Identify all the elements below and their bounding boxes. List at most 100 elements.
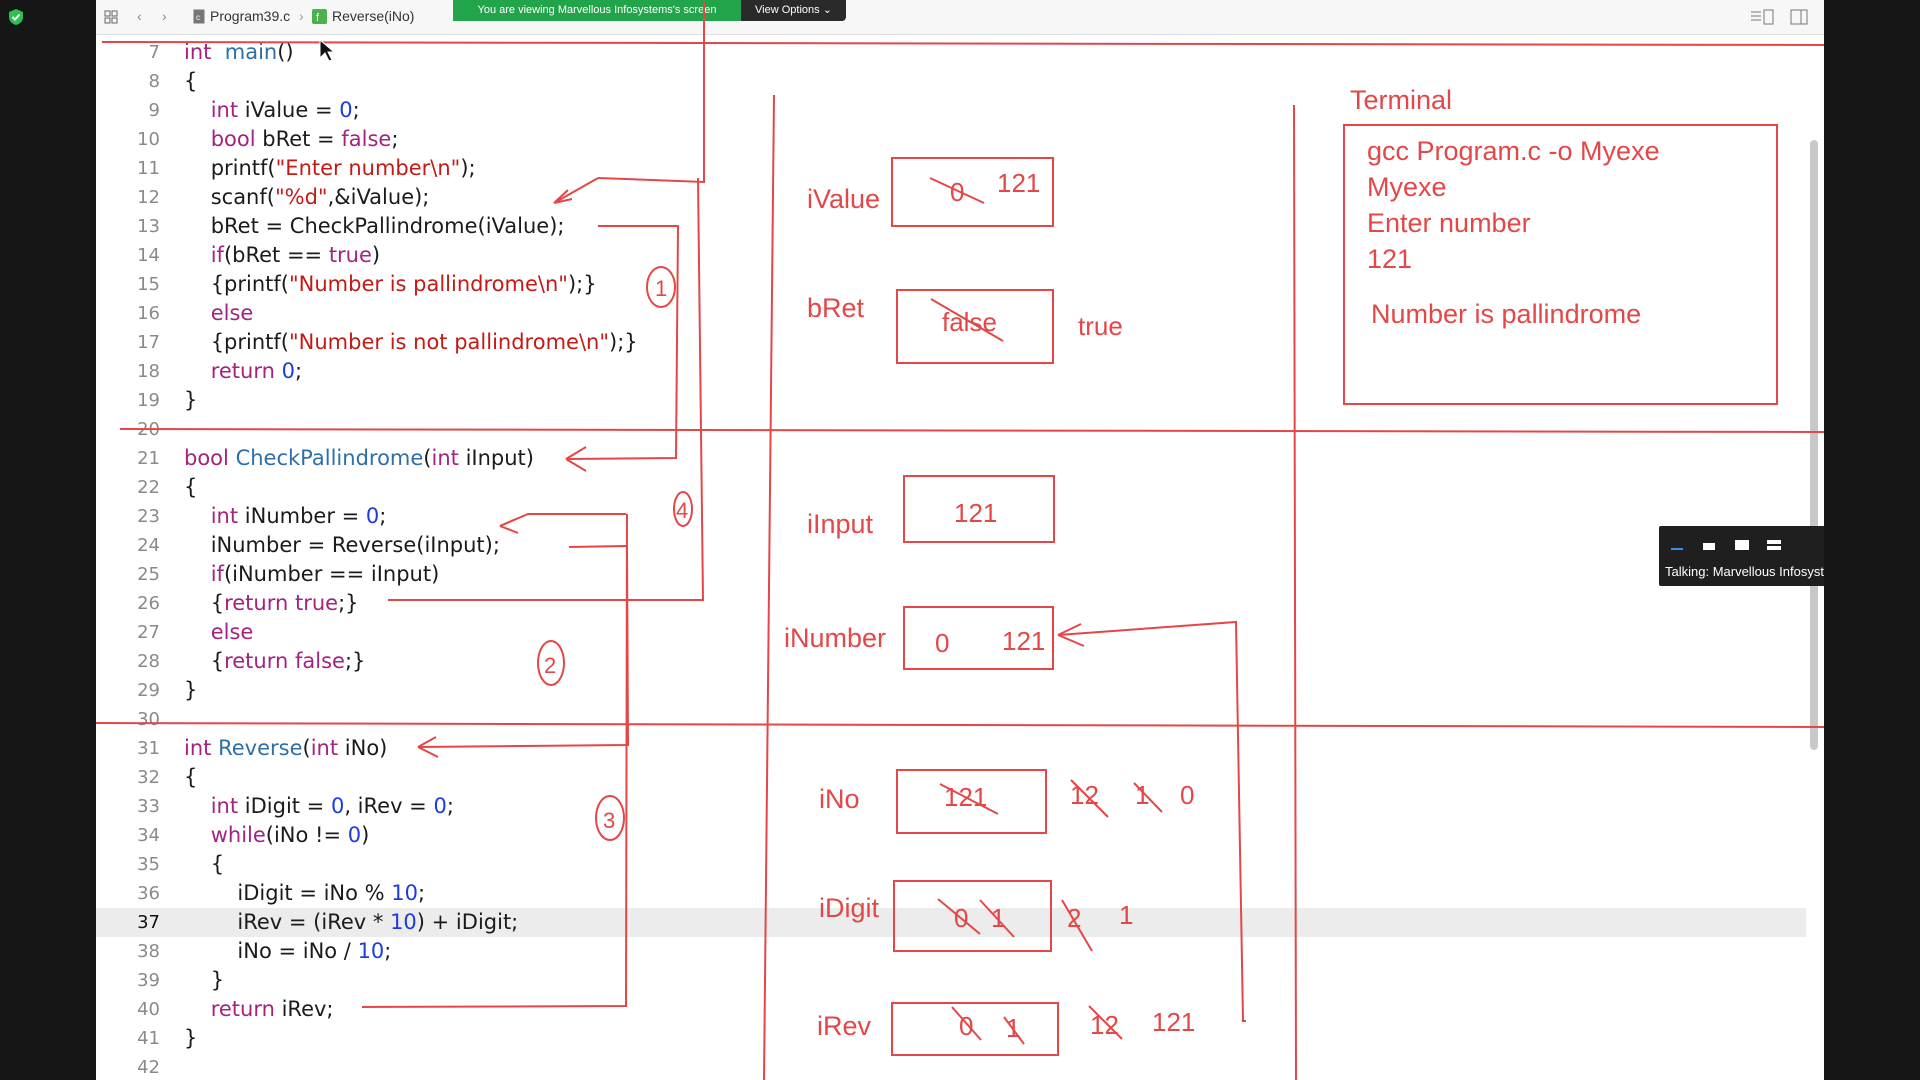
line-number: 30	[137, 709, 160, 730]
code-line[interactable]: 11 printf("Enter number\n");	[96, 154, 1806, 183]
code-line[interactable]: 42	[96, 1053, 1806, 1080]
code-text: return iRev;	[184, 995, 334, 1024]
code-line[interactable]: 28 {return false;}	[96, 647, 1806, 676]
code-text: return 0;	[184, 357, 302, 386]
back-arrow-icon[interactable]: ‹	[137, 8, 142, 24]
code-token: ;	[294, 359, 303, 383]
code-line[interactable]: 17 {printf("Number is not pallindrome\n"…	[96, 328, 1806, 357]
code-line[interactable]: 39 }	[96, 966, 1806, 995]
step-number-3: 3	[603, 808, 615, 833]
code-line[interactable]: 27 else	[96, 618, 1806, 647]
code-line[interactable]: 14 if(bRet == true)	[96, 241, 1806, 270]
speaker-view-icon[interactable]	[1735, 540, 1749, 550]
code-text: {return true;}	[184, 589, 359, 618]
code-line[interactable]: 16 else	[96, 299, 1806, 328]
code-line[interactable]: 13 bRet = CheckPallindrome(iValue);	[96, 212, 1806, 241]
label-ivalue: iValue	[807, 184, 880, 214]
code-token: }	[184, 388, 198, 412]
ino-box-value: 121	[944, 782, 987, 812]
code-line[interactable]: 33 int iDigit = 0, iRev = 0;	[96, 792, 1806, 821]
editor-layout-icon[interactable]	[1750, 9, 1774, 25]
code-line[interactable]: 36 iDigit = iNo % 10;	[96, 879, 1806, 908]
code-line[interactable]: 15 {printf("Number is pallindrome\n");}	[96, 270, 1806, 299]
code-token: scanf(	[184, 185, 275, 209]
code-text: while(iNo != 0)	[184, 821, 370, 850]
line-number: 7	[148, 42, 160, 63]
code-line[interactable]: 22{	[96, 473, 1806, 502]
annotation-layer: iValue bRet iInput iNumber iNo iDigit iR…	[96, 1, 1824, 1080]
code-token: {printf(	[184, 272, 289, 296]
code-line[interactable]: 25 if(iNumber == iInput)	[96, 560, 1806, 589]
code-line[interactable]: 32{	[96, 763, 1806, 792]
code-token: ;	[384, 939, 392, 963]
breadcrumb-file[interactable]: Program39.c	[210, 8, 291, 24]
code-line[interactable]: 34 while(iNo != 0)	[96, 821, 1806, 850]
gallery-view-icon[interactable]	[1767, 540, 1781, 550]
code-token: bool	[184, 446, 229, 470]
code-token: );}	[567, 272, 597, 296]
code-line[interactable]: 24 iNumber = Reverse(iInput);	[96, 531, 1806, 560]
left-dark-margin	[0, 0, 96, 1080]
inumber-old-value: 0	[935, 628, 949, 658]
line-number: 38	[137, 941, 160, 962]
vertical-scrollbar[interactable]	[1810, 140, 1818, 750]
code-token: (bRet ==	[223, 243, 329, 267]
code-line[interactable]: 41}	[96, 1024, 1806, 1053]
strip-view-icon[interactable]	[1703, 543, 1715, 550]
minimize-view-icon[interactable]	[1671, 548, 1683, 550]
terminal-line-3: Enter number	[1367, 208, 1531, 238]
code-line[interactable]: 30	[96, 705, 1806, 734]
talking-indicator-panel[interactable]: Talking: Marvellous Infosyste...	[1659, 526, 1824, 586]
editor-toolbar: ‹ › c Program39.c › f Reverse(iNo) You a…	[96, 0, 1824, 35]
code-token: int	[210, 794, 239, 818]
code-line[interactable]: 37 iRev = (iRev * 10) + iDigit;	[96, 908, 1806, 937]
code-token: ;	[446, 794, 454, 818]
code-token: }	[184, 1026, 198, 1050]
inspector-toggle-icon[interactable]	[1790, 9, 1808, 25]
code-text: }	[184, 966, 224, 995]
inumber-new-value: 121	[1002, 626, 1045, 656]
code-token: )	[371, 243, 381, 267]
grid-icon[interactable]	[104, 10, 118, 24]
idigit-value-3: 2	[1067, 903, 1081, 933]
code-text: printf("Enter number\n");	[184, 154, 476, 183]
code-line[interactable]: 35 {	[96, 850, 1806, 879]
code-line[interactable]: 40 return iRev;	[96, 995, 1806, 1024]
code-line[interactable]: 38 iNo = iNo / 10;	[96, 937, 1806, 966]
code-text: int iDigit = 0, iRev = 0;	[184, 792, 454, 821]
code-token: return	[210, 997, 275, 1021]
code-line[interactable]: 26 {return true;}	[96, 589, 1806, 618]
forward-arrow-icon[interactable]: ›	[162, 8, 167, 24]
code-token: bRet =	[255, 127, 342, 151]
code-text: }	[184, 1024, 197, 1053]
step-number-1: 1	[655, 276, 667, 301]
code-token: int	[184, 736, 212, 760]
irev-value-4: 121	[1152, 1007, 1195, 1037]
idigit-value-2: 1	[991, 903, 1005, 933]
code-line[interactable]: 9 int iValue = 0;	[96, 96, 1806, 125]
code-token: ) + iDigit;	[416, 910, 519, 934]
line-number: 16	[137, 303, 160, 324]
code-line[interactable]: 8{	[96, 67, 1806, 96]
code-token: }	[184, 678, 198, 702]
code-line[interactable]: 29}	[96, 676, 1806, 705]
code-token: 10	[357, 939, 385, 963]
code-line[interactable]: 19}	[96, 386, 1806, 415]
code-line[interactable]: 23 int iNumber = 0;	[96, 502, 1806, 531]
breadcrumb-symbol[interactable]: Reverse(iNo)	[332, 8, 415, 24]
code-token: {	[184, 591, 225, 615]
view-options-label: View Options	[755, 4, 820, 16]
code-line[interactable]: 18 return 0;	[96, 357, 1806, 386]
code-text: int Reverse(int iNo)	[184, 734, 387, 763]
code-text: else	[184, 618, 254, 647]
screen-share-banner: You are viewing Marvellous Infosystems's…	[453, 0, 741, 21]
code-line[interactable]: 10 bool bRet = false;	[96, 125, 1806, 154]
view-options-button[interactable]: View Options ⌄	[741, 0, 846, 21]
terminal-line-2: Myexe	[1367, 172, 1447, 202]
code-line[interactable]: 12 scanf("%d",&iValue);	[96, 183, 1806, 212]
